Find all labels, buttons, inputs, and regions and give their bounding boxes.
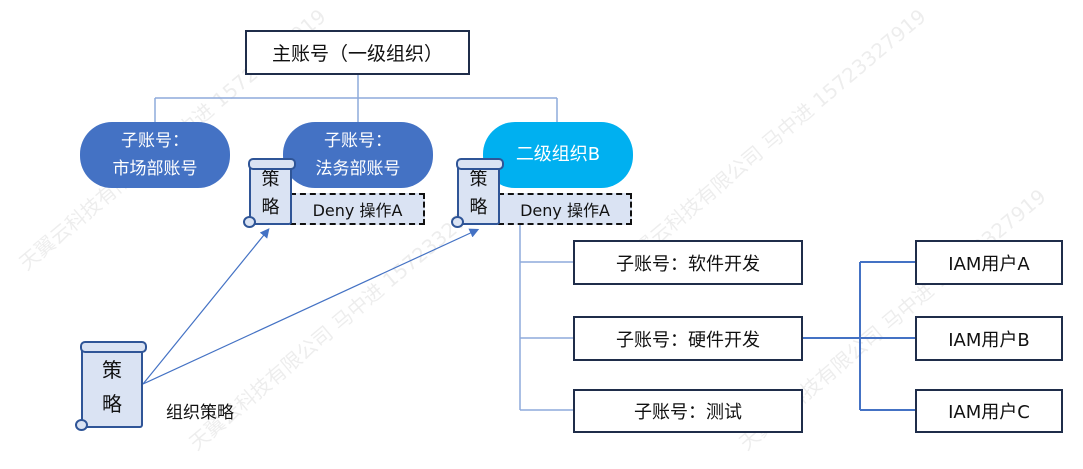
software-dev-account-box[interactable]: 子账号：软件开发	[573, 240, 803, 285]
org-policy-label: 组织策略	[166, 403, 234, 423]
test-account-box[interactable]: 子账号：测试	[573, 389, 803, 433]
deny-policy-box[interactable]: Deny 操作A	[498, 193, 632, 225]
policy-scroll-icon: 策 略	[243, 158, 296, 228]
policy-char: 策	[102, 358, 122, 382]
policy-char: 略	[102, 392, 122, 416]
org-b-node[interactable]: 二级组织B	[483, 122, 633, 188]
policy-char: 略	[261, 197, 280, 218]
policy-char: 策	[261, 169, 280, 190]
marketing-account-node[interactable]: 子账号： 市场部账号	[80, 122, 230, 188]
policy-arrow	[142, 228, 270, 385]
legal-account-node[interactable]: 子账号： 法务部账号	[283, 122, 433, 188]
deny-policy-box[interactable]: Deny 操作A	[290, 193, 425, 225]
iam-user-a-box[interactable]: IAM用户A	[915, 240, 1063, 285]
hardware-dev-account-box[interactable]: 子账号：硬件开发	[573, 316, 803, 361]
node-label: 法务部账号	[315, 159, 401, 179]
node-label: 子账号：	[121, 131, 189, 151]
policy-char: 策	[469, 169, 488, 190]
root-account-box[interactable]: 主账号（一级组织）	[245, 30, 470, 75]
node-label: 市场部账号	[112, 159, 198, 179]
policy-scroll-icon: 策 略	[451, 158, 504, 228]
node-label: 二级组织B	[515, 144, 601, 165]
iam-user-c-box[interactable]: IAM用户C	[915, 389, 1063, 433]
org-policy-scroll-icon: 策 略	[75, 341, 147, 431]
iam-user-b-box[interactable]: IAM用户B	[915, 316, 1063, 361]
policy-arrow	[142, 228, 480, 385]
node-label: 子账号：	[324, 131, 392, 151]
policy-char: 略	[469, 197, 488, 218]
